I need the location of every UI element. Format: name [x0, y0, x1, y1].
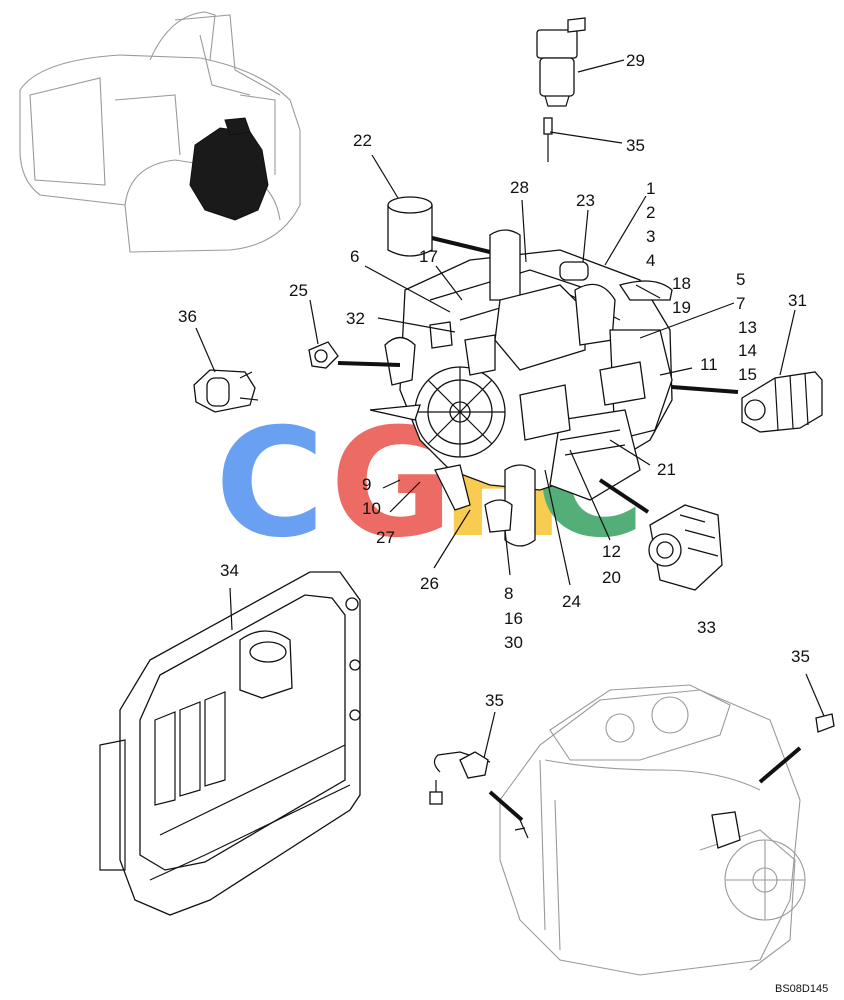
- callout-13: 13: [738, 318, 757, 337]
- callout-33: 33: [697, 618, 716, 637]
- fuel-filter: [536, 17, 586, 107]
- callout-16: 16: [504, 609, 523, 628]
- callout-18: 18: [672, 274, 691, 293]
- callout-1: 1: [646, 179, 655, 198]
- callout-35-harness-left: 35: [485, 691, 504, 710]
- callout-6: 6: [350, 247, 359, 266]
- excavator-overview: [19, 11, 301, 253]
- callout-17: 17: [419, 247, 438, 266]
- callout-23: 23: [576, 191, 595, 210]
- callout-19: 19: [672, 298, 691, 317]
- callout-28: 28: [510, 178, 529, 197]
- callout-29: 29: [626, 51, 645, 70]
- callout-25: 25: [289, 281, 308, 300]
- callout-26: 26: [420, 574, 439, 593]
- callout-24: 24: [562, 592, 581, 611]
- fuel-sensor: [543, 117, 553, 162]
- relay: [193, 369, 259, 413]
- callout-21: 21: [657, 460, 676, 479]
- callout-2: 2: [646, 203, 655, 222]
- callout-31: 31: [788, 291, 807, 310]
- engine-assembly: [337, 229, 739, 547]
- callout-32: 32: [346, 309, 365, 328]
- leader-lines: [195, 59, 825, 759]
- callout-14: 14: [738, 341, 757, 360]
- callout-10: 10: [362, 499, 381, 518]
- callout-20: 20: [602, 568, 621, 587]
- callout-8: 8: [504, 584, 513, 603]
- engine-harness-detail: [429, 684, 835, 976]
- drawing-code: BS08D145: [775, 983, 828, 995]
- callout-4: 4: [646, 251, 655, 270]
- callout-12: 12: [602, 542, 621, 561]
- callout-27: 27: [376, 528, 395, 547]
- callout-5: 5: [736, 270, 745, 289]
- starter-motor: [741, 371, 823, 433]
- callout-34: 34: [220, 561, 239, 580]
- callout-3: 3: [646, 227, 655, 246]
- callout-35-fuel-sensor: 35: [626, 136, 645, 155]
- callout-11: 11: [700, 355, 718, 374]
- callout-7: 7: [736, 294, 745, 313]
- callout-35-harness-right: 35: [791, 647, 810, 666]
- oil-filter: [387, 196, 491, 257]
- callout-15: 15: [738, 365, 757, 384]
- callout-9: 9: [362, 475, 371, 494]
- callout-30: 30: [504, 633, 523, 652]
- watermark-letter-c1: C: [215, 397, 325, 571]
- alternator: [648, 504, 723, 591]
- engine-highlight: [189, 117, 269, 221]
- engine-control-unit: [99, 571, 361, 916]
- temperature-sensor: [308, 341, 339, 369]
- callout-22: 22: [353, 131, 372, 150]
- callout-36: 36: [178, 307, 197, 326]
- callout-labels: 1 2 3 4 5 6 7 8 9 10 11 12 13 14 15 16 1…: [178, 51, 828, 995]
